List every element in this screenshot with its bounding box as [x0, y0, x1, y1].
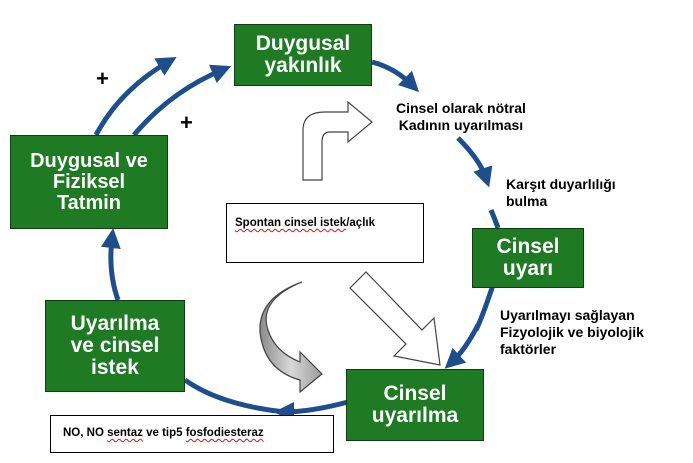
- box-duygusal-yakinlik: Duygusal yakınlık: [234, 24, 372, 86]
- no-sentaz-text: NO, NO sentaz ve tip5 fosfodiesteraz: [63, 427, 264, 439]
- label-fizyolojik-faktorler: Uyarılmayı sağlayan Fizyolojik ve biyolo…: [500, 307, 644, 357]
- spontan-istek-box: Spontan cinsel istek/açlık: [226, 203, 424, 263]
- box-cinsel-uyari-text: Cinsel uyarı: [496, 234, 560, 280]
- box-duygusal-fiziksel-tatmin: Duygusal ve Fiziksel Tatmin: [10, 135, 168, 229]
- cycle-arrow-left: [100, 228, 121, 301]
- cycle-line-bottom-left: [183, 377, 286, 415]
- cycle-arrow-bottom: [274, 399, 349, 422]
- no-sentaz-part3: ve tip5: [142, 427, 186, 439]
- box-cinsel-uyarilma-text: Cinsel uyarılma: [371, 381, 459, 427]
- cycle-line-right-lower: [473, 284, 496, 332]
- spontan-istek-slash: /: [346, 217, 350, 229]
- box-uyarilma-istek-text: Uyarılma ve cinsel istek: [70, 311, 160, 380]
- box-uyarilma-istek: Uyarılma ve cinsel istek: [45, 300, 185, 392]
- label-karsit-duyarlilik: Karşıt duyarlılığı bulma: [506, 176, 616, 209]
- diagonal-arrow-white: [349, 271, 441, 366]
- box-cinsel-uyari: Cinsel uyarı: [472, 228, 584, 288]
- box-duygusal-fiziksel-text: Duygusal ve Fiziksel Tatmin: [30, 149, 148, 214]
- cycle-arrow-lower-right: [444, 323, 481, 369]
- no-sentaz-box: NO, NO sentaz ve tip5 fosfodiesteraz: [50, 415, 334, 453]
- bent-arrow-white: [302, 100, 373, 181]
- cycle-arrow-top-right: [371, 59, 420, 93]
- curved-arrow-gray: [259, 281, 323, 394]
- plus-sign-outer: +: [96, 66, 109, 91]
- cycle-arrow-outer-plus: [93, 56, 177, 137]
- plus-sign-inner: +: [180, 110, 193, 135]
- cycle-line-right-mid: [488, 209, 501, 229]
- no-sentaz-part1: NO, NO: [63, 427, 108, 439]
- box-cinsel-uyarilma: Cinsel uyarılma: [346, 369, 484, 441]
- label-notral-uyarilma: Cinsel olarak nötral Kadının uyarılması: [396, 100, 526, 133]
- no-sentaz-word: sentaz: [107, 427, 143, 439]
- cycle-arrow-inner-plus: [132, 64, 232, 137]
- spontan-istek-part1: Spontan cinsel istek: [235, 217, 347, 229]
- spontan-istek-text: Spontan cinsel istek/açlık: [235, 217, 375, 229]
- cycle-arrow-right-upper: [456, 136, 493, 188]
- spontan-istek-aclik: açlık: [349, 217, 375, 229]
- box-duygusal-yakinlik-text: Duygusal yakınlık: [255, 31, 351, 77]
- no-sentaz-fosfo: fosfodiesteraz: [185, 427, 264, 439]
